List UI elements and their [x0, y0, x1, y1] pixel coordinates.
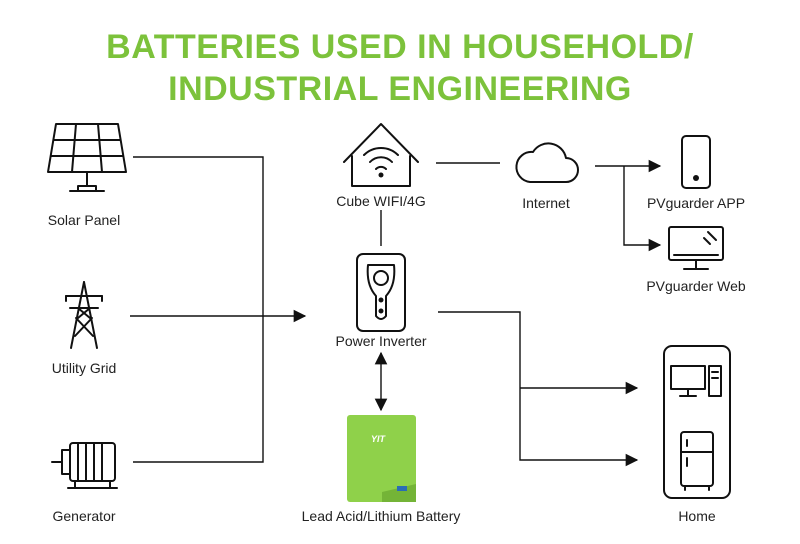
- solar-panel-icon: [47, 123, 127, 192]
- fridge-icon: [680, 431, 714, 491]
- connector-lines: [130, 156, 662, 467]
- label-cube-wifi: Cube WIFI/4G: [336, 193, 426, 209]
- label-pvguarder-app: PVguarder APP: [646, 195, 746, 211]
- battery-brand: YIT: [371, 434, 387, 444]
- label-battery: Lead Acid/Lithium Battery: [301, 508, 461, 524]
- utility-grid-icon: [65, 281, 103, 349]
- label-utility-grid: Utility Grid: [51, 360, 117, 376]
- label-internet: Internet: [522, 195, 570, 211]
- house-wifi-icon: [343, 123, 419, 187]
- phone-icon: [681, 135, 711, 189]
- label-generator: Generator: [52, 508, 116, 524]
- generator-icon: [51, 442, 118, 489]
- label-home: Home: [678, 508, 716, 524]
- arrow-to-web: [623, 166, 662, 252]
- arrow-to-fridge: [438, 311, 639, 467]
- monitor-icon: [668, 226, 724, 270]
- computer-icon: [670, 365, 722, 397]
- title-line-2: INDUSTRIAL ENGINEERING: [168, 70, 632, 108]
- title-line-1: BATTERIES USED IN HOUSEHOLD/: [106, 28, 694, 66]
- label-pvguarder-web: PVguarder Web: [646, 278, 746, 294]
- inverter-icon: [356, 253, 406, 332]
- sources-bus-line: [133, 156, 264, 463]
- label-solar-panel: Solar Panel: [47, 212, 121, 228]
- cloud-icon: [515, 142, 579, 183]
- label-power-inverter: Power Inverter: [335, 333, 427, 349]
- battery-icon: YIT: [347, 415, 416, 502]
